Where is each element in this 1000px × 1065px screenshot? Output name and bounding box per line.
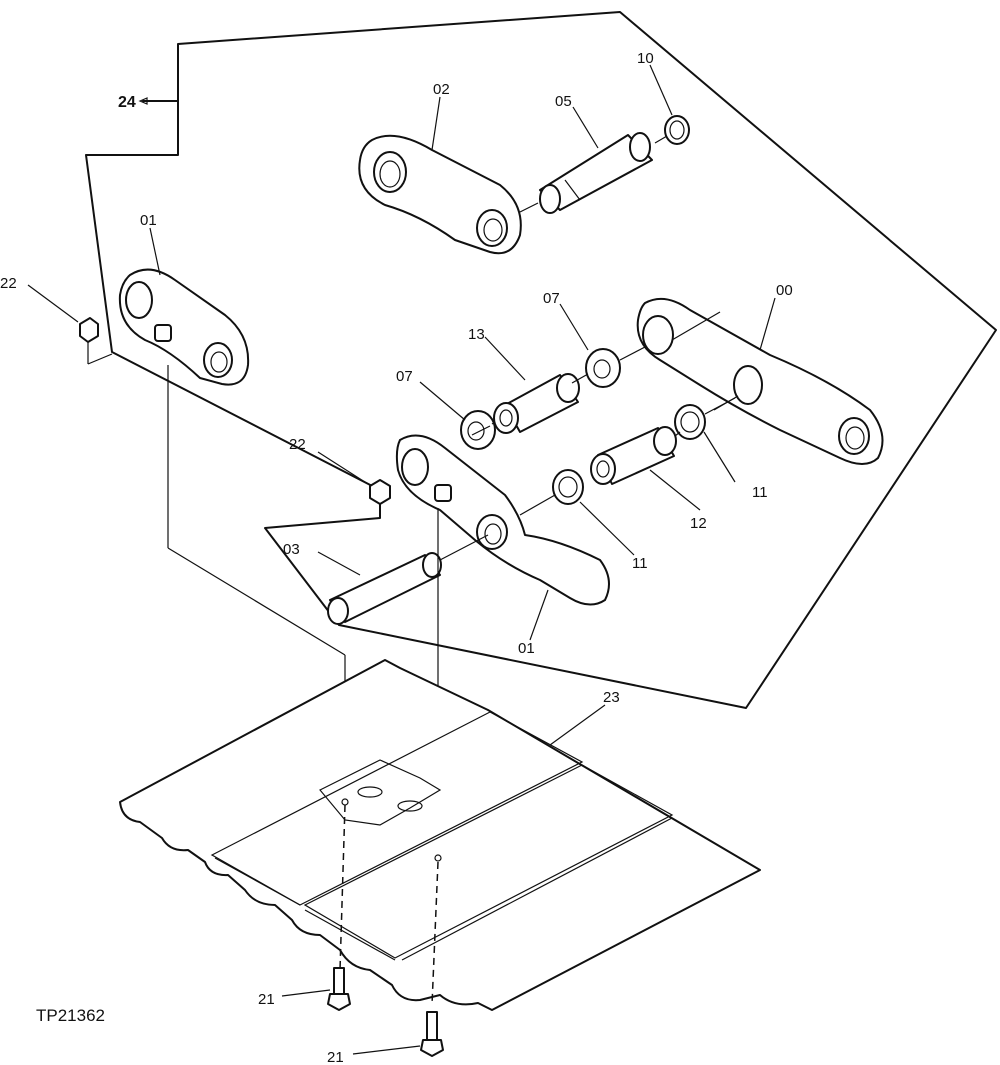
callout-12: 12 xyxy=(690,515,707,532)
enclosure-outline xyxy=(85,11,997,709)
callout-21-upper: 21 xyxy=(258,991,275,1008)
callout-23: 23 xyxy=(603,689,620,706)
bolt-21-upper xyxy=(327,967,351,1011)
track-link-00 xyxy=(636,297,884,465)
callout-07-upper: 07 xyxy=(543,290,560,307)
seal-11-right xyxy=(674,397,736,440)
nut-22-left xyxy=(79,317,113,365)
seal-07-upper xyxy=(585,346,646,388)
callout-21-lower: 21 xyxy=(327,1049,344,1065)
track-shoe-23 xyxy=(119,659,761,1011)
leader-lines xyxy=(27,64,776,1055)
bushing-13 xyxy=(491,373,580,434)
callout-01-left: 01 xyxy=(140,212,157,229)
callout-00: 00 xyxy=(776,282,793,299)
bushing-12 xyxy=(590,426,681,485)
callout-05: 05 xyxy=(555,93,572,110)
bolt-21-lower xyxy=(420,1011,444,1057)
seal-07-lower xyxy=(460,410,496,450)
pin-05 xyxy=(519,132,653,214)
master-link-02 xyxy=(358,134,522,255)
callout-11-left: 11 xyxy=(632,555,648,572)
callout-03: 03 xyxy=(283,541,300,558)
bolt-guide-lines xyxy=(339,804,439,1006)
callout-24: 24 xyxy=(118,94,136,111)
callout-01-front: 01 xyxy=(518,640,535,657)
callout-07-lower: 07 xyxy=(396,368,413,385)
callout-02: 02 xyxy=(433,81,450,98)
snap-ring-10 xyxy=(654,115,690,145)
callout-13: 13 xyxy=(468,326,485,343)
callout-22-center: 22 xyxy=(289,436,306,453)
track-link-01-left xyxy=(118,268,250,386)
pin-03 xyxy=(327,534,489,625)
callout-22-left: 22 xyxy=(0,275,17,292)
figure-id: TP21362 xyxy=(36,1006,105,1025)
nut-22-center xyxy=(369,479,391,518)
callout-10: 10 xyxy=(637,50,654,67)
track-link-01-front xyxy=(395,434,610,606)
callout-11-right: 11 xyxy=(752,484,768,501)
seal-11-left xyxy=(519,469,584,516)
